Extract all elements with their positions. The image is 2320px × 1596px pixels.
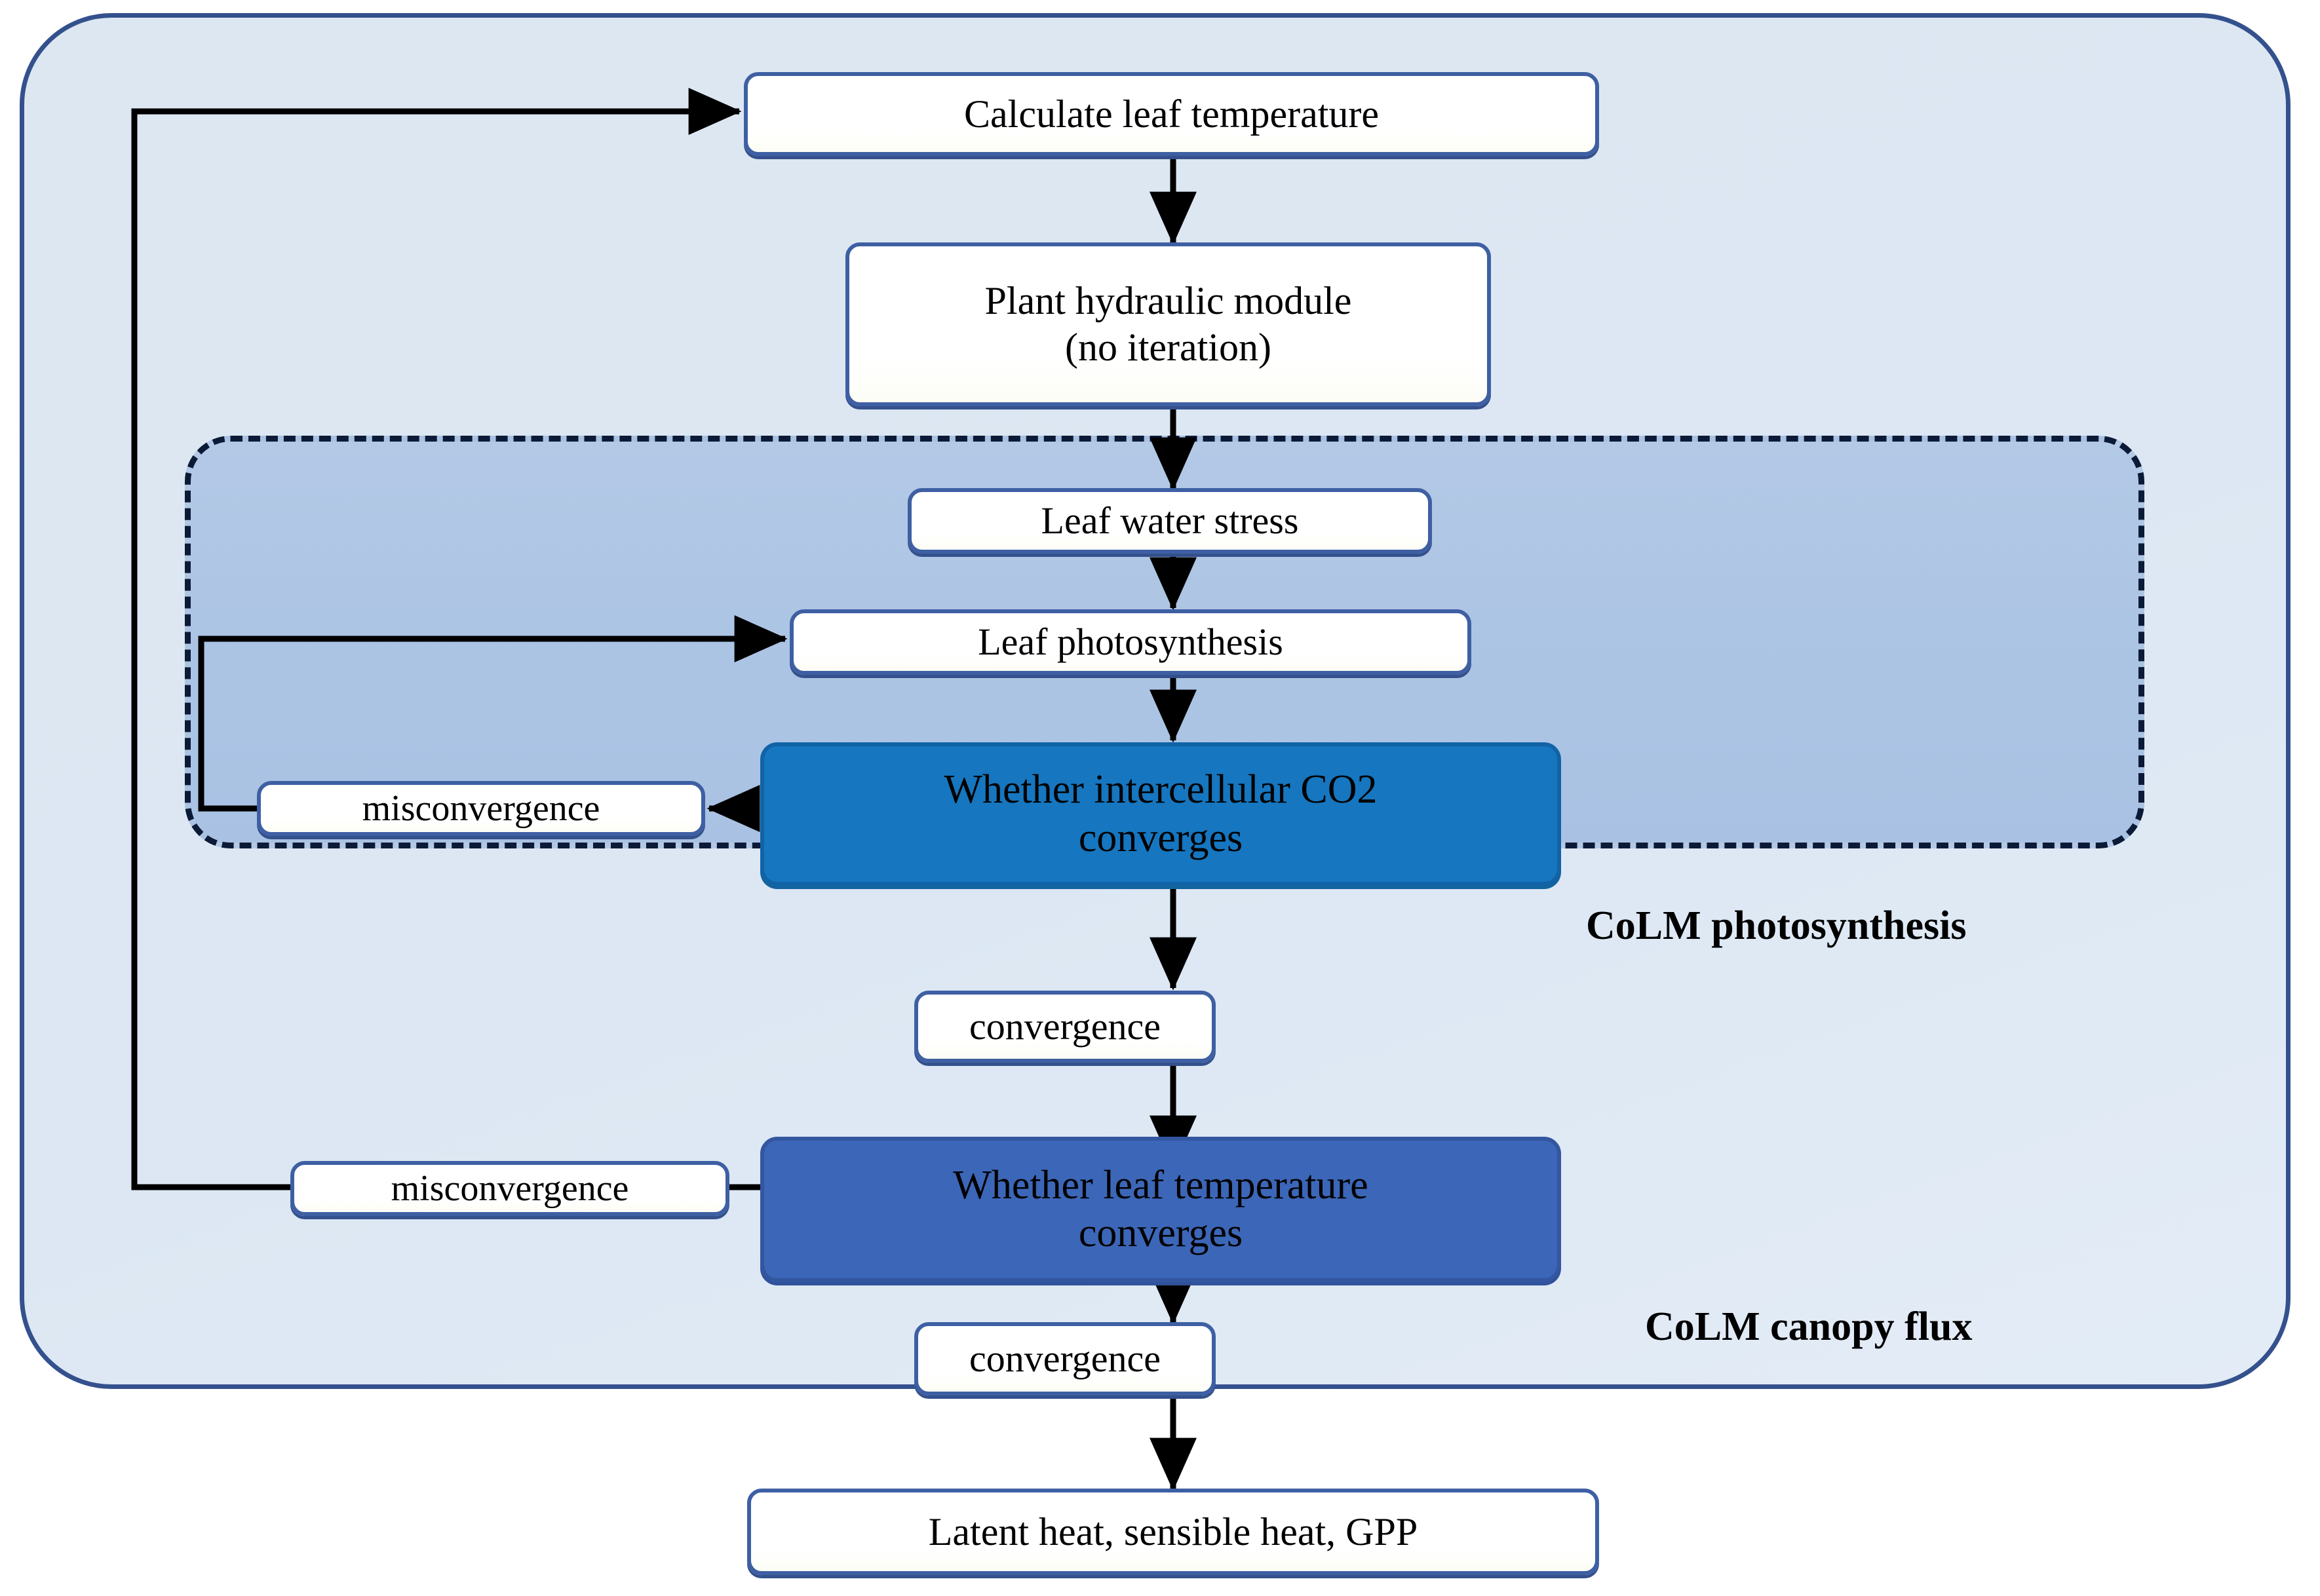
node-calculate-leaf-temperature[interactable]: Calculate leaf temperature xyxy=(744,72,1599,156)
node-misconvergence-co2[interactable]: misconvergence xyxy=(257,781,705,836)
node-label: misconvergence xyxy=(391,1168,629,1209)
node-label: convergence xyxy=(969,1337,1161,1380)
node-label-line1: Whether leaf temperature xyxy=(953,1162,1368,1207)
node-label: misconvergence xyxy=(362,788,600,829)
node-label: Latent heat, sensible heat, GPP xyxy=(928,1510,1418,1553)
node-misconvergence-leaf-temp[interactable]: misconvergence xyxy=(290,1161,729,1216)
node-convergence-leaf-temp[interactable]: convergence xyxy=(914,1322,1216,1396)
node-label: convergence xyxy=(969,1004,1161,1048)
node-leaf-water-stress[interactable]: Leaf water stress xyxy=(908,488,1432,554)
node-whether-leaf-temperature-converges[interactable]: Whether leaf temperature converges xyxy=(760,1137,1561,1282)
label-colm-canopy-flux: CoLM canopy flux xyxy=(1645,1304,1973,1349)
node-plant-hydraulic-module[interactable]: Plant hydraulic module (no iteration) xyxy=(845,242,1491,406)
node-label: Leaf photosynthesis xyxy=(978,620,1283,663)
node-label-line1: Whether intercellular CO2 xyxy=(944,767,1378,812)
label-colm-photosynthesis: CoLM photosynthesis xyxy=(1586,903,1967,948)
node-label-line2: converges xyxy=(1078,815,1243,860)
node-convergence-co2[interactable]: convergence xyxy=(914,991,1216,1063)
node-outputs-latent-sensible-gpp[interactable]: Latent heat, sensible heat, GPP xyxy=(747,1489,1599,1575)
node-leaf-photosynthesis[interactable]: Leaf photosynthesis xyxy=(790,609,1471,675)
node-label-line2: converges xyxy=(1078,1211,1243,1255)
node-whether-intercellular-co2-converges[interactable]: Whether intercellular CO2 converges xyxy=(760,742,1561,886)
node-label: Leaf water stress xyxy=(1041,499,1299,542)
node-label-line2: (no iteration) xyxy=(1065,326,1271,369)
node-label-line1: Plant hydraulic module xyxy=(984,279,1352,323)
node-label: Calculate leaf temperature xyxy=(964,92,1379,136)
